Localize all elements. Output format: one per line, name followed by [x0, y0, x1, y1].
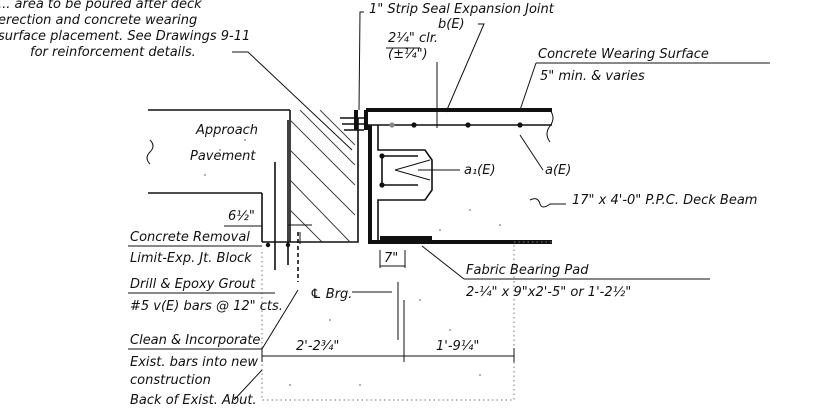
strip-seal-joint [340, 11, 368, 131]
label-approach: Approach [195, 123, 258, 138]
expansion-joint-block [262, 110, 359, 270]
label-dim-7: 7" [384, 251, 398, 266]
approach-slab [146, 109, 290, 242]
leader-bar-bE [445, 23, 485, 113]
concrete-aggregate-marks [204, 139, 501, 386]
label-cl-bearing: ℄ Brg. [310, 287, 352, 302]
label-clean-3: construction [130, 373, 211, 388]
note-top-left-line-4: for reinforcement details. [30, 45, 196, 60]
label-drill-bars: #5 v(E) bars @ 12" cts. [130, 299, 283, 314]
note-top-left-line-2: erection and concrete wearing [0, 13, 197, 28]
note-top-left-line-3: surface placement. See Drawings 9-11 [0, 29, 250, 44]
label-bearing-pad: Fabric Bearing Pad [466, 263, 589, 278]
label-wearing-surface: Concrete Wearing Surface [538, 47, 709, 62]
label-removal-2: Limit-Exp. Jt. Block [130, 251, 252, 266]
label-bar-a1E: a₁(E) [464, 163, 496, 178]
leader-bar-aE [519, 134, 544, 171]
leader-clean [261, 289, 299, 350]
label-pavement: Pavement [190, 149, 256, 164]
note-top-left: ... area to be poured after deck erectio… [0, 0, 353, 151]
leader-deck-beam [529, 198, 566, 208]
bottom-dimensions: 2'-2¾" 1'-9¼" [261, 300, 515, 362]
label-clean-1: Clean & Incorporate [130, 333, 260, 348]
label-bearing-pad-size: 2-¼" x 9"x2'-5" or 1'-2½" [466, 285, 631, 300]
leader-bearing-pad [421, 245, 465, 280]
fabric-bearing-pad [380, 236, 432, 244]
leader-top-left-note [232, 51, 353, 151]
label-dim-right: 1'-9¼" [436, 339, 479, 354]
note-top-left-line-1: ... area to be poured after deck [0, 0, 202, 12]
label-clean-2: Exist. bars into new [130, 355, 258, 370]
deck-beam [366, 108, 554, 244]
label-bar-bE: b(E) [438, 17, 465, 32]
existing-abutment-outline [261, 241, 552, 401]
label-wearing-surface-depth: 5" min. & varies [540, 69, 645, 84]
leader-strip-seal [358, 11, 364, 111]
label-removal-1: Concrete Removal [130, 230, 250, 245]
label-strip-seal: 1" Strip Seal Expansion Joint [369, 2, 555, 17]
leader-wearing-surface [519, 62, 537, 111]
label-dim-left: 2'-2¾" [296, 339, 339, 354]
label-dim-6half: 6½" [228, 209, 255, 224]
label-drill-epoxy: Drill & Epoxy Grout [130, 277, 256, 292]
label-clearance: 2¼" clr. [388, 31, 438, 46]
label-clearance-tolerance: (±¼") [388, 47, 428, 62]
label-back-abutment: Back of Exist. Abut. [130, 393, 257, 408]
label-bar-aE: a(E) [545, 163, 571, 178]
leader-back-abutment [233, 369, 263, 401]
label-deck-beam: 17" x 4'-0" P.P.C. Deck Beam [572, 193, 757, 208]
